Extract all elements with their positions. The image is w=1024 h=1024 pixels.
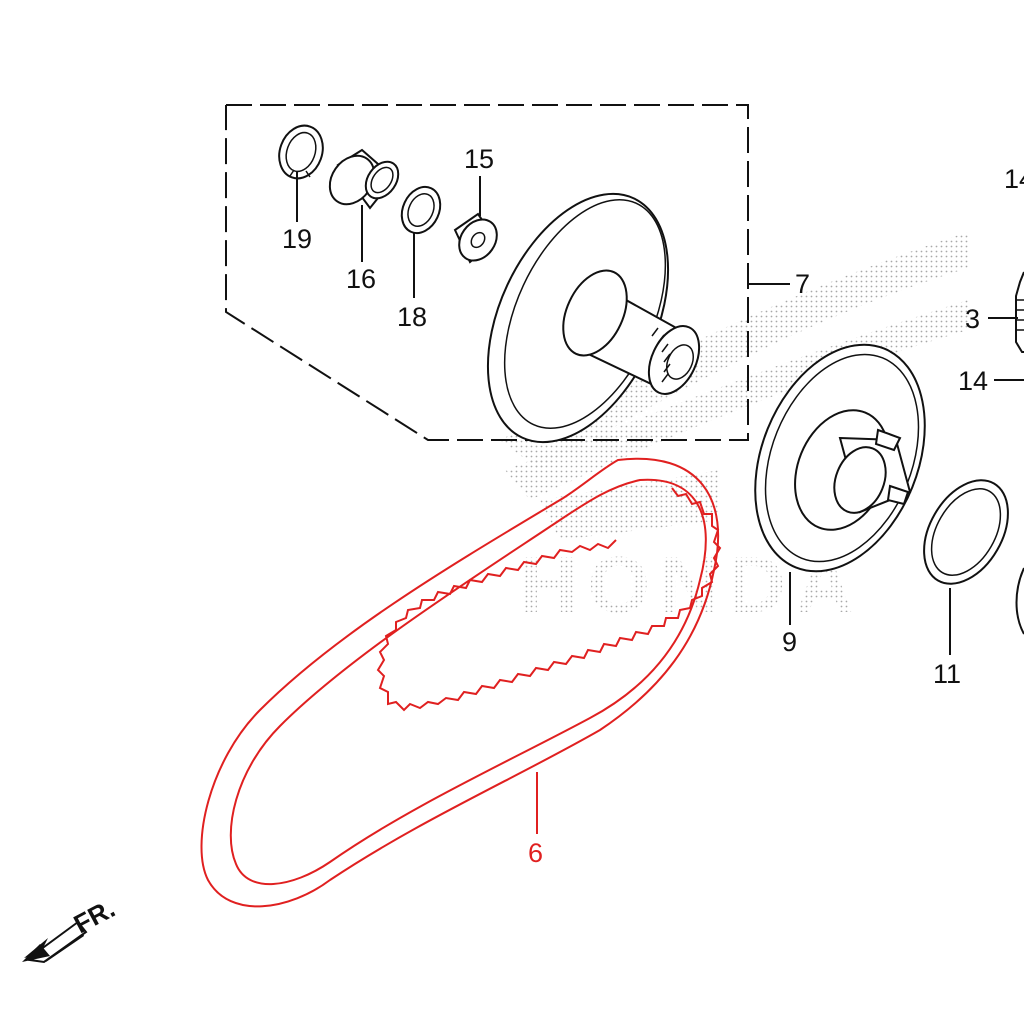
callout-16: 16 <box>346 264 376 294</box>
callout-15: 15 <box>464 144 494 174</box>
callout-7: 7 <box>795 269 810 299</box>
callout-6: 6 <box>528 838 543 868</box>
callout-3: 3 <box>965 304 980 334</box>
front-direction-marker: FR. <box>22 893 120 964</box>
needle-bearing-16 <box>328 148 400 210</box>
callout-14-top: 14 <box>1004 164 1024 194</box>
drive-belt-6 <box>200 457 722 908</box>
driven-face-7 <box>486 192 701 444</box>
assembly-box-dashed <box>225 104 749 441</box>
callout-14: 14 <box>958 366 988 396</box>
plate-9 <box>754 343 926 573</box>
part-edge-partial <box>1015 567 1024 635</box>
part-3-partial <box>1015 271 1024 353</box>
callout-11: 11 <box>933 659 961 689</box>
bearing-15 <box>453 212 498 264</box>
callout-19: 19 <box>282 224 312 254</box>
circlip-18 <box>400 185 442 235</box>
arrow-down-left-icon <box>22 920 88 964</box>
callout-18: 18 <box>397 302 427 332</box>
callout-9: 9 <box>782 627 797 657</box>
circlip-19 <box>278 124 324 180</box>
ring-11 <box>923 479 1009 585</box>
